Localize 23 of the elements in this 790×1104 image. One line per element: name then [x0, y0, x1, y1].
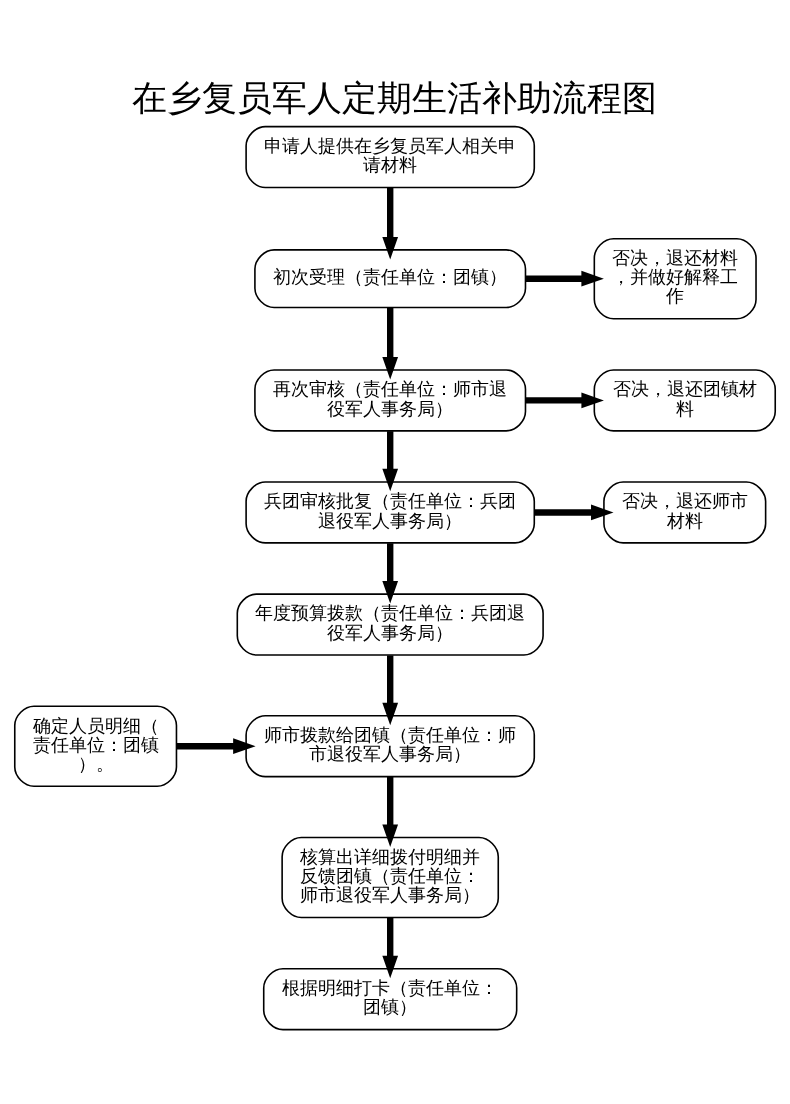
node-box: 核算出详细拨付明细并反馈团镇（责任单位：师市退役军人事务局）: [281, 836, 500, 918]
node-box: 申请人提供在乡复员军人相关申请材料: [245, 125, 536, 188]
arrow: [382, 542, 399, 603]
arrow: [382, 654, 399, 725]
node-box: 确定人员明细（责任单位：团镇）。: [13, 704, 178, 787]
arrow: [534, 504, 614, 520]
node-box: 否决，退还师市材料: [603, 480, 767, 544]
node-box: 否决，退还材料，并做好解释工作: [593, 237, 757, 320]
arrow: [382, 307, 399, 379]
diagram-title: 在乡复员军人定期生活补助流程图: [132, 76, 658, 118]
arrow: [382, 917, 399, 978]
node-box: 否决，退还团镇材料: [593, 368, 777, 432]
arrow: [382, 430, 399, 491]
node-box: 初次受理（责任单位：团镇）: [254, 248, 527, 308]
node-box: 根据明细打卡（责任单位：团镇）: [262, 967, 518, 1030]
arrow: [526, 392, 604, 408]
node-box: 师市拨款给团镇（责任单位：师市退役军人事务局）: [245, 714, 536, 777]
node-box: 再次审核（责任单位：师市退役军人事务局）: [254, 368, 527, 432]
arrow: [382, 776, 399, 847]
node-box: 兵团审核批复（责任单位：兵团退役军人事务局）: [245, 480, 536, 544]
arrow: [176, 737, 256, 754]
node-box: 年度预算拨款（责任单位：兵团退役军人事务局）: [236, 592, 544, 656]
arrow: [382, 187, 399, 259]
